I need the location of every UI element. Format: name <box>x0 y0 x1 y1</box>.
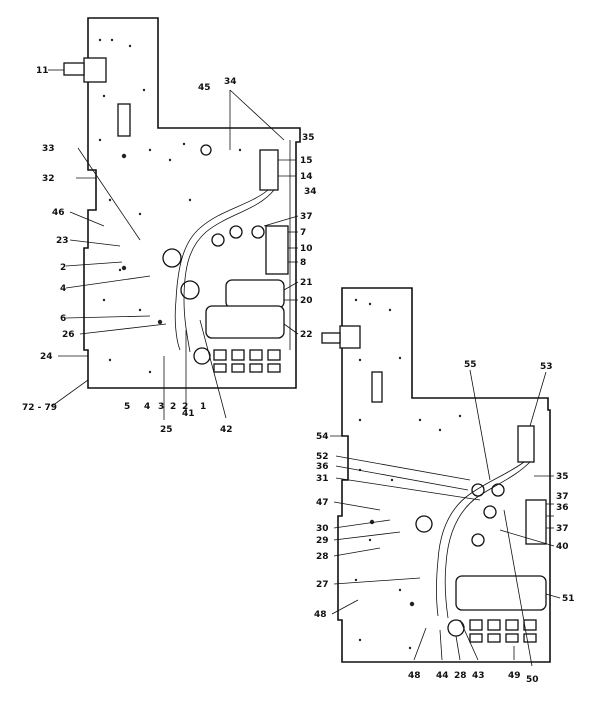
board-a-transformer <box>259 149 279 191</box>
callout-label-b-1: 53 <box>540 362 553 372</box>
board-a-coil-3 <box>193 347 211 365</box>
callout-label-a-21: 22 <box>300 330 313 340</box>
callout-label-a-27: 2 <box>170 402 176 412</box>
callout-label-b-16: 51 <box>562 594 575 604</box>
board-a-coil-2 <box>180 280 200 300</box>
callout-label-a-32: 42 <box>220 425 233 435</box>
board-a-diode-row <box>213 349 281 373</box>
callout-label-a-30: 25 <box>160 425 173 435</box>
board-b-pot-4 <box>471 533 485 547</box>
callout-label-a-28: 2 <box>182 402 188 412</box>
callout-label-a-16: 4 <box>60 284 66 294</box>
callout-label-b-17: 48 <box>314 610 327 620</box>
callout-label-a-19: 6 <box>60 314 66 324</box>
callout-label-b-13: 28 <box>316 552 329 562</box>
board-a-relay-block <box>265 225 289 275</box>
callout-label-a-14: 10 <box>300 244 313 254</box>
leader-lines-b <box>330 369 561 667</box>
board-a-screw <box>200 144 212 156</box>
board-a-coil-1 <box>162 248 182 268</box>
board-a-solder-pads <box>98 38 242 374</box>
callout-label-a-6: 15 <box>300 156 313 166</box>
callout-label-b-6: 35 <box>556 472 569 482</box>
callout-label-b-0: 55 <box>464 360 477 370</box>
board-b-coil-2 <box>447 619 465 637</box>
callout-label-a-10: 23 <box>56 236 69 246</box>
callout-label-a-0: 11 <box>36 66 49 76</box>
board-a-pot-3 <box>251 225 265 239</box>
board-a-plug <box>63 62 85 76</box>
board-b-pot-2 <box>491 483 505 497</box>
callout-label-b-8: 36 <box>556 503 569 513</box>
callout-label-a-15: 8 <box>300 258 306 268</box>
callout-label-b-15: 27 <box>316 580 329 590</box>
board-b-harness-2 <box>444 461 531 619</box>
callout-label-b-19: 44 <box>436 671 449 681</box>
callout-label-b-11: 30 <box>316 524 329 534</box>
board-a-capacitor-upper <box>225 279 285 309</box>
callout-label-b-10: 47 <box>316 498 329 508</box>
callout-label-a-3: 35 <box>302 133 315 143</box>
callout-label-a-11: 37 <box>300 212 313 222</box>
board-b-plug <box>321 332 341 344</box>
callout-label-a-5: 32 <box>42 174 55 184</box>
board-b-coil-1 <box>415 515 433 533</box>
callout-label-b-21: 43 <box>472 671 485 681</box>
callout-label-b-4: 36 <box>316 462 329 472</box>
callout-label-a-20: 26 <box>62 330 75 340</box>
callout-label-a-22: 24 <box>40 352 53 362</box>
callout-label-a-25: 4 <box>144 402 150 412</box>
board-a-ic-vertical <box>117 103 131 137</box>
callout-label-b-20: 28 <box>454 671 467 681</box>
callout-label-b-18: 48 <box>408 671 421 681</box>
callout-label-a-26: 3 <box>158 402 164 412</box>
callout-label-a-8: 34 <box>304 187 317 197</box>
board-b-jack <box>339 325 361 349</box>
board-b-relay-block <box>525 499 547 545</box>
board-b-capacitor <box>455 575 547 611</box>
callout-label-a-23: 72 - 79 <box>22 403 57 413</box>
board-b-ic-vertical <box>371 371 383 403</box>
callout-label-a-18: 20 <box>300 296 313 306</box>
callout-label-b-22: 49 <box>508 671 521 681</box>
callout-label-a-13: 7 <box>300 228 306 238</box>
board-a-pot-2 <box>229 225 243 239</box>
board-a-harness-2 <box>183 189 275 353</box>
callout-label-a-4: 33 <box>42 144 55 154</box>
callout-label-a-24: 5 <box>124 402 130 412</box>
circuit-board-b <box>321 287 551 663</box>
board-a-capacitor-lower <box>205 305 285 339</box>
board-a-pot-1 <box>211 233 225 247</box>
callout-label-b-5: 31 <box>316 474 329 484</box>
callout-label-b-12: 29 <box>316 536 329 546</box>
callout-label-a-7: 14 <box>300 172 313 182</box>
callout-label-b-3: 52 <box>316 452 329 462</box>
board-a-harness-1 <box>174 189 269 351</box>
callout-label-a-31: 41 <box>182 409 195 419</box>
board-a-jack <box>83 57 107 83</box>
board-b-harness-1 <box>436 461 525 617</box>
leader-lines-a <box>48 69 299 420</box>
callout-label-a-17: 21 <box>300 278 313 288</box>
callout-label-a-1: 45 <box>198 83 211 93</box>
board-b-transformer <box>517 425 535 463</box>
board-b-diode-row <box>469 619 537 643</box>
callout-label-b-14: 40 <box>556 542 569 552</box>
callout-label-a-2: 34 <box>224 77 237 87</box>
callout-label-b-7: 37 <box>556 492 569 502</box>
board-b-pot-3 <box>483 505 497 519</box>
callout-label-a-12: 2 <box>60 263 66 273</box>
circuit-board-a <box>63 17 301 389</box>
callout-label-a-9: 46 <box>52 208 65 218</box>
board-b-solder-pads <box>354 298 462 650</box>
callout-label-b-23: 50 <box>526 675 539 685</box>
callout-label-b-9: 37 <box>556 524 569 534</box>
callout-label-a-29: 1 <box>200 402 206 412</box>
callout-label-b-2: 54 <box>316 432 329 442</box>
